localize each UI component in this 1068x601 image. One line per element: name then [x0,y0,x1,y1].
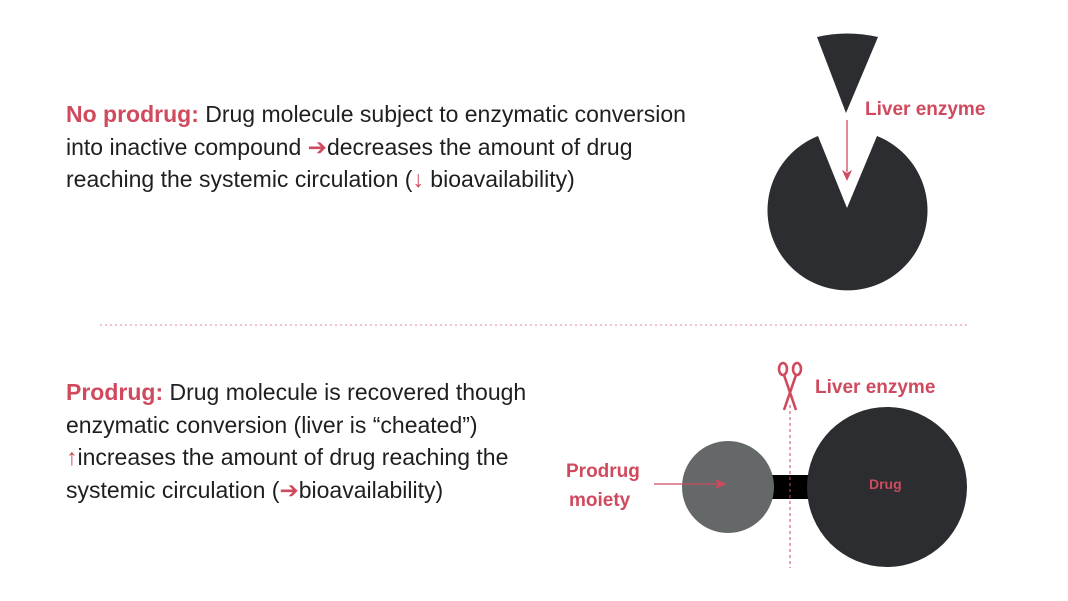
prodrug-moiety-label: Prodrug moiety [566,457,640,515]
label-line: moiety [569,490,631,511]
text: increases the amount of drug reaching th… [66,444,509,503]
right-arrow-icon: ➔ [279,476,299,503]
prodrug-heading: Prodrug: [66,379,164,405]
enzyme-wedge [817,33,878,113]
prodrug-moiety-circle [682,441,774,533]
scissors-icon [777,361,803,411]
text: bioavailability) [423,166,575,192]
label-line: Prodrug [566,461,640,482]
up-arrow-icon: ↑ [66,444,78,470]
no-prodrug-description: No prodrug: Drug molecule subject to enz… [66,98,726,196]
drug-circle-notched [767,136,928,291]
liver-enzyme-label-bottom: Liver enzyme [815,377,936,398]
no-prodrug-heading: No prodrug: [66,101,199,127]
liver-enzyme-label-top: Liver enzyme [865,99,986,120]
arrowhead-icon [842,170,852,181]
drug-label: Drug [869,476,902,492]
prodrug-description: Prodrug: Drug molecule is recovered thou… [66,376,536,506]
text: decreases the amount of drug reaching th… [66,133,633,193]
drug-circle [807,407,967,567]
text: Drug molecule is recovered though enzyma… [66,379,527,438]
arrowhead-icon [715,479,727,489]
text: Drug molecule subject to enzymatic conve… [66,101,686,160]
text: bioavailability) [298,476,444,503]
right-arrow-icon: ➔ [307,133,327,160]
down-arrow-icon: ↓ [412,166,424,192]
